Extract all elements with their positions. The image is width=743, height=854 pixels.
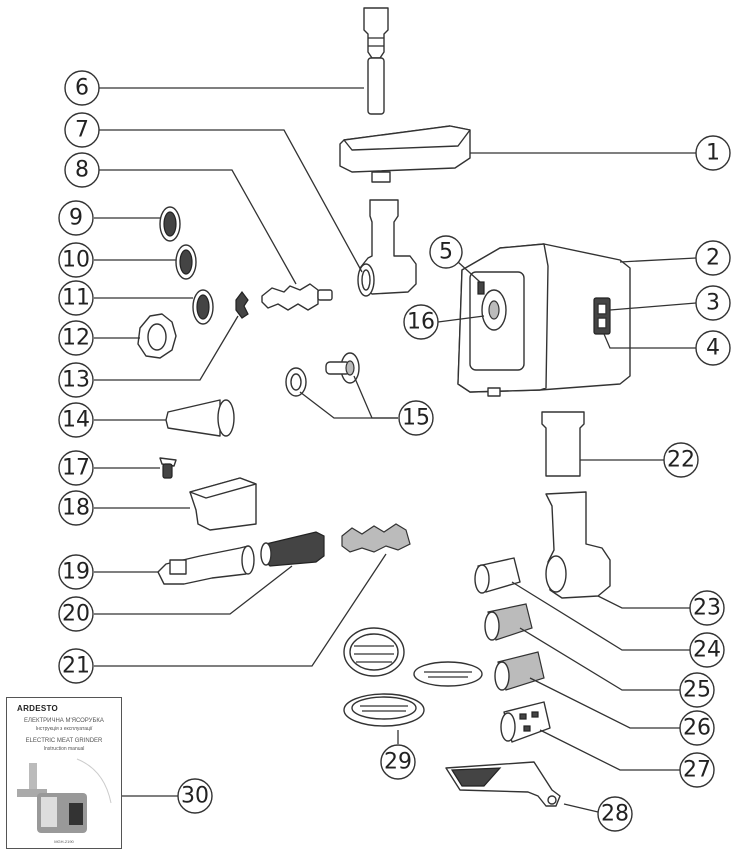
part-grinding-head (357, 199, 417, 297)
svg-text:27: 27 (683, 758, 711, 783)
svg-text:4: 4 (706, 336, 720, 361)
part-food-slide (445, 761, 561, 807)
svg-text:26: 26 (683, 716, 711, 741)
callout-11: 11 (58, 280, 94, 316)
svg-text:10: 10 (62, 248, 90, 273)
manual-title-ua: ЕЛЕКТРИЧНА М'ЯСОРУБКА (24, 718, 104, 724)
svg-text:7: 7 (75, 118, 89, 143)
part-screw (159, 457, 177, 479)
part-tray (339, 125, 471, 183)
callout-16: 16 (403, 304, 439, 340)
svg-text:16: 16 (407, 310, 435, 335)
callout-13: 13 (58, 362, 94, 398)
part-shredder-lid (189, 477, 257, 531)
svg-text:22: 22 (667, 448, 695, 473)
part-cone-coarse (474, 557, 521, 594)
callout-5: 5 (429, 235, 463, 269)
leader-lines (94, 87, 697, 813)
callout-29: 29 (380, 744, 416, 780)
part-slicer-pusher (541, 411, 585, 477)
svg-text:11: 11 (62, 286, 90, 311)
svg-text:2: 2 (706, 246, 720, 271)
part-motor-body (457, 243, 631, 397)
svg-text:15: 15 (402, 406, 430, 431)
callout-12: 12 (58, 320, 94, 356)
callout-25: 25 (679, 672, 715, 708)
manual-subtitle-en: Instruction manual (43, 746, 85, 752)
svg-text:23: 23 (693, 596, 721, 621)
part-cone-slicer (500, 701, 551, 743)
part-shredder-body (157, 545, 255, 585)
callout-9: 9 (58, 200, 94, 236)
callout-7: 7 (64, 112, 100, 148)
svg-text:12: 12 (62, 326, 90, 351)
part-cone-fine-grater (484, 603, 533, 641)
svg-text:14: 14 (62, 408, 90, 433)
callout-28: 28 (597, 796, 633, 832)
part-locking-ring (137, 313, 177, 359)
callout-14: 14 (58, 402, 94, 438)
manual-title-en: ELECTRIC MEAT GRINDER (25, 738, 103, 744)
svg-text:6: 6 (75, 76, 89, 101)
callout-1: 1 (695, 135, 731, 171)
part-slicer-body (545, 491, 611, 599)
manual-model: MGH-2190 (54, 839, 74, 844)
svg-text:8: 8 (75, 158, 89, 183)
svg-text:1: 1 (706, 141, 720, 166)
svg-text:30: 30 (181, 784, 209, 809)
part-cone-coarse-grater (494, 651, 545, 691)
part-shredder-auger (341, 523, 411, 553)
callout-8: 8 (64, 152, 100, 188)
callout-21: 21 (58, 648, 94, 684)
svg-text:25: 25 (683, 678, 711, 703)
part-sausage-nozzle (165, 399, 235, 437)
svg-text:13: 13 (62, 368, 90, 393)
callout-30: 30 (177, 778, 213, 814)
callout-19: 19 (58, 554, 94, 590)
part-pusher (363, 7, 389, 115)
svg-text:20: 20 (62, 602, 90, 627)
part-auger (261, 283, 333, 311)
svg-text:24: 24 (693, 638, 721, 663)
svg-text:21: 21 (62, 654, 90, 679)
svg-text:5: 5 (439, 240, 453, 265)
callout-18: 18 (58, 490, 94, 526)
svg-text:17: 17 (62, 456, 90, 481)
svg-text:9: 9 (69, 206, 83, 231)
manual-brand-logo: ARDESTO (17, 704, 59, 713)
callout-17: 17 (58, 450, 94, 486)
svg-text:3: 3 (706, 291, 720, 316)
callout-6: 6 (64, 70, 100, 106)
callout-26: 26 (679, 710, 715, 746)
svg-text:29: 29 (384, 750, 412, 775)
svg-text:28: 28 (601, 802, 629, 827)
part-trays (343, 627, 483, 727)
part-plate-coarse (192, 289, 214, 325)
manual-subtitle-ua: Інструкція з експлуатації (35, 726, 93, 732)
callout-3: 3 (695, 285, 731, 321)
callout-22: 22 (663, 442, 699, 478)
callout-15: 15 (398, 400, 434, 436)
svg-text:19: 19 (62, 560, 90, 585)
callout-4: 4 (695, 330, 731, 366)
callout-10: 10 (58, 242, 94, 278)
part-kebbe-attachment (285, 352, 360, 397)
manual-cover-illustration (17, 758, 112, 833)
callout-24: 24 (689, 632, 725, 668)
svg-text:18: 18 (62, 496, 90, 521)
part-plate-medium (175, 244, 197, 280)
instruction-manual-thumbnail: ARDESTO ЕЛЕКТРИЧНА М'ЯСОРУБКА Інструкція… (6, 697, 122, 849)
callout-2: 2 (695, 240, 731, 276)
callout-20: 20 (58, 596, 94, 632)
callout-27: 27 (679, 752, 715, 788)
callout-23: 23 (689, 590, 725, 626)
part-cutting-blade (235, 291, 249, 319)
part-plate-fine (159, 206, 181, 242)
part-shredder-drum (260, 531, 325, 567)
